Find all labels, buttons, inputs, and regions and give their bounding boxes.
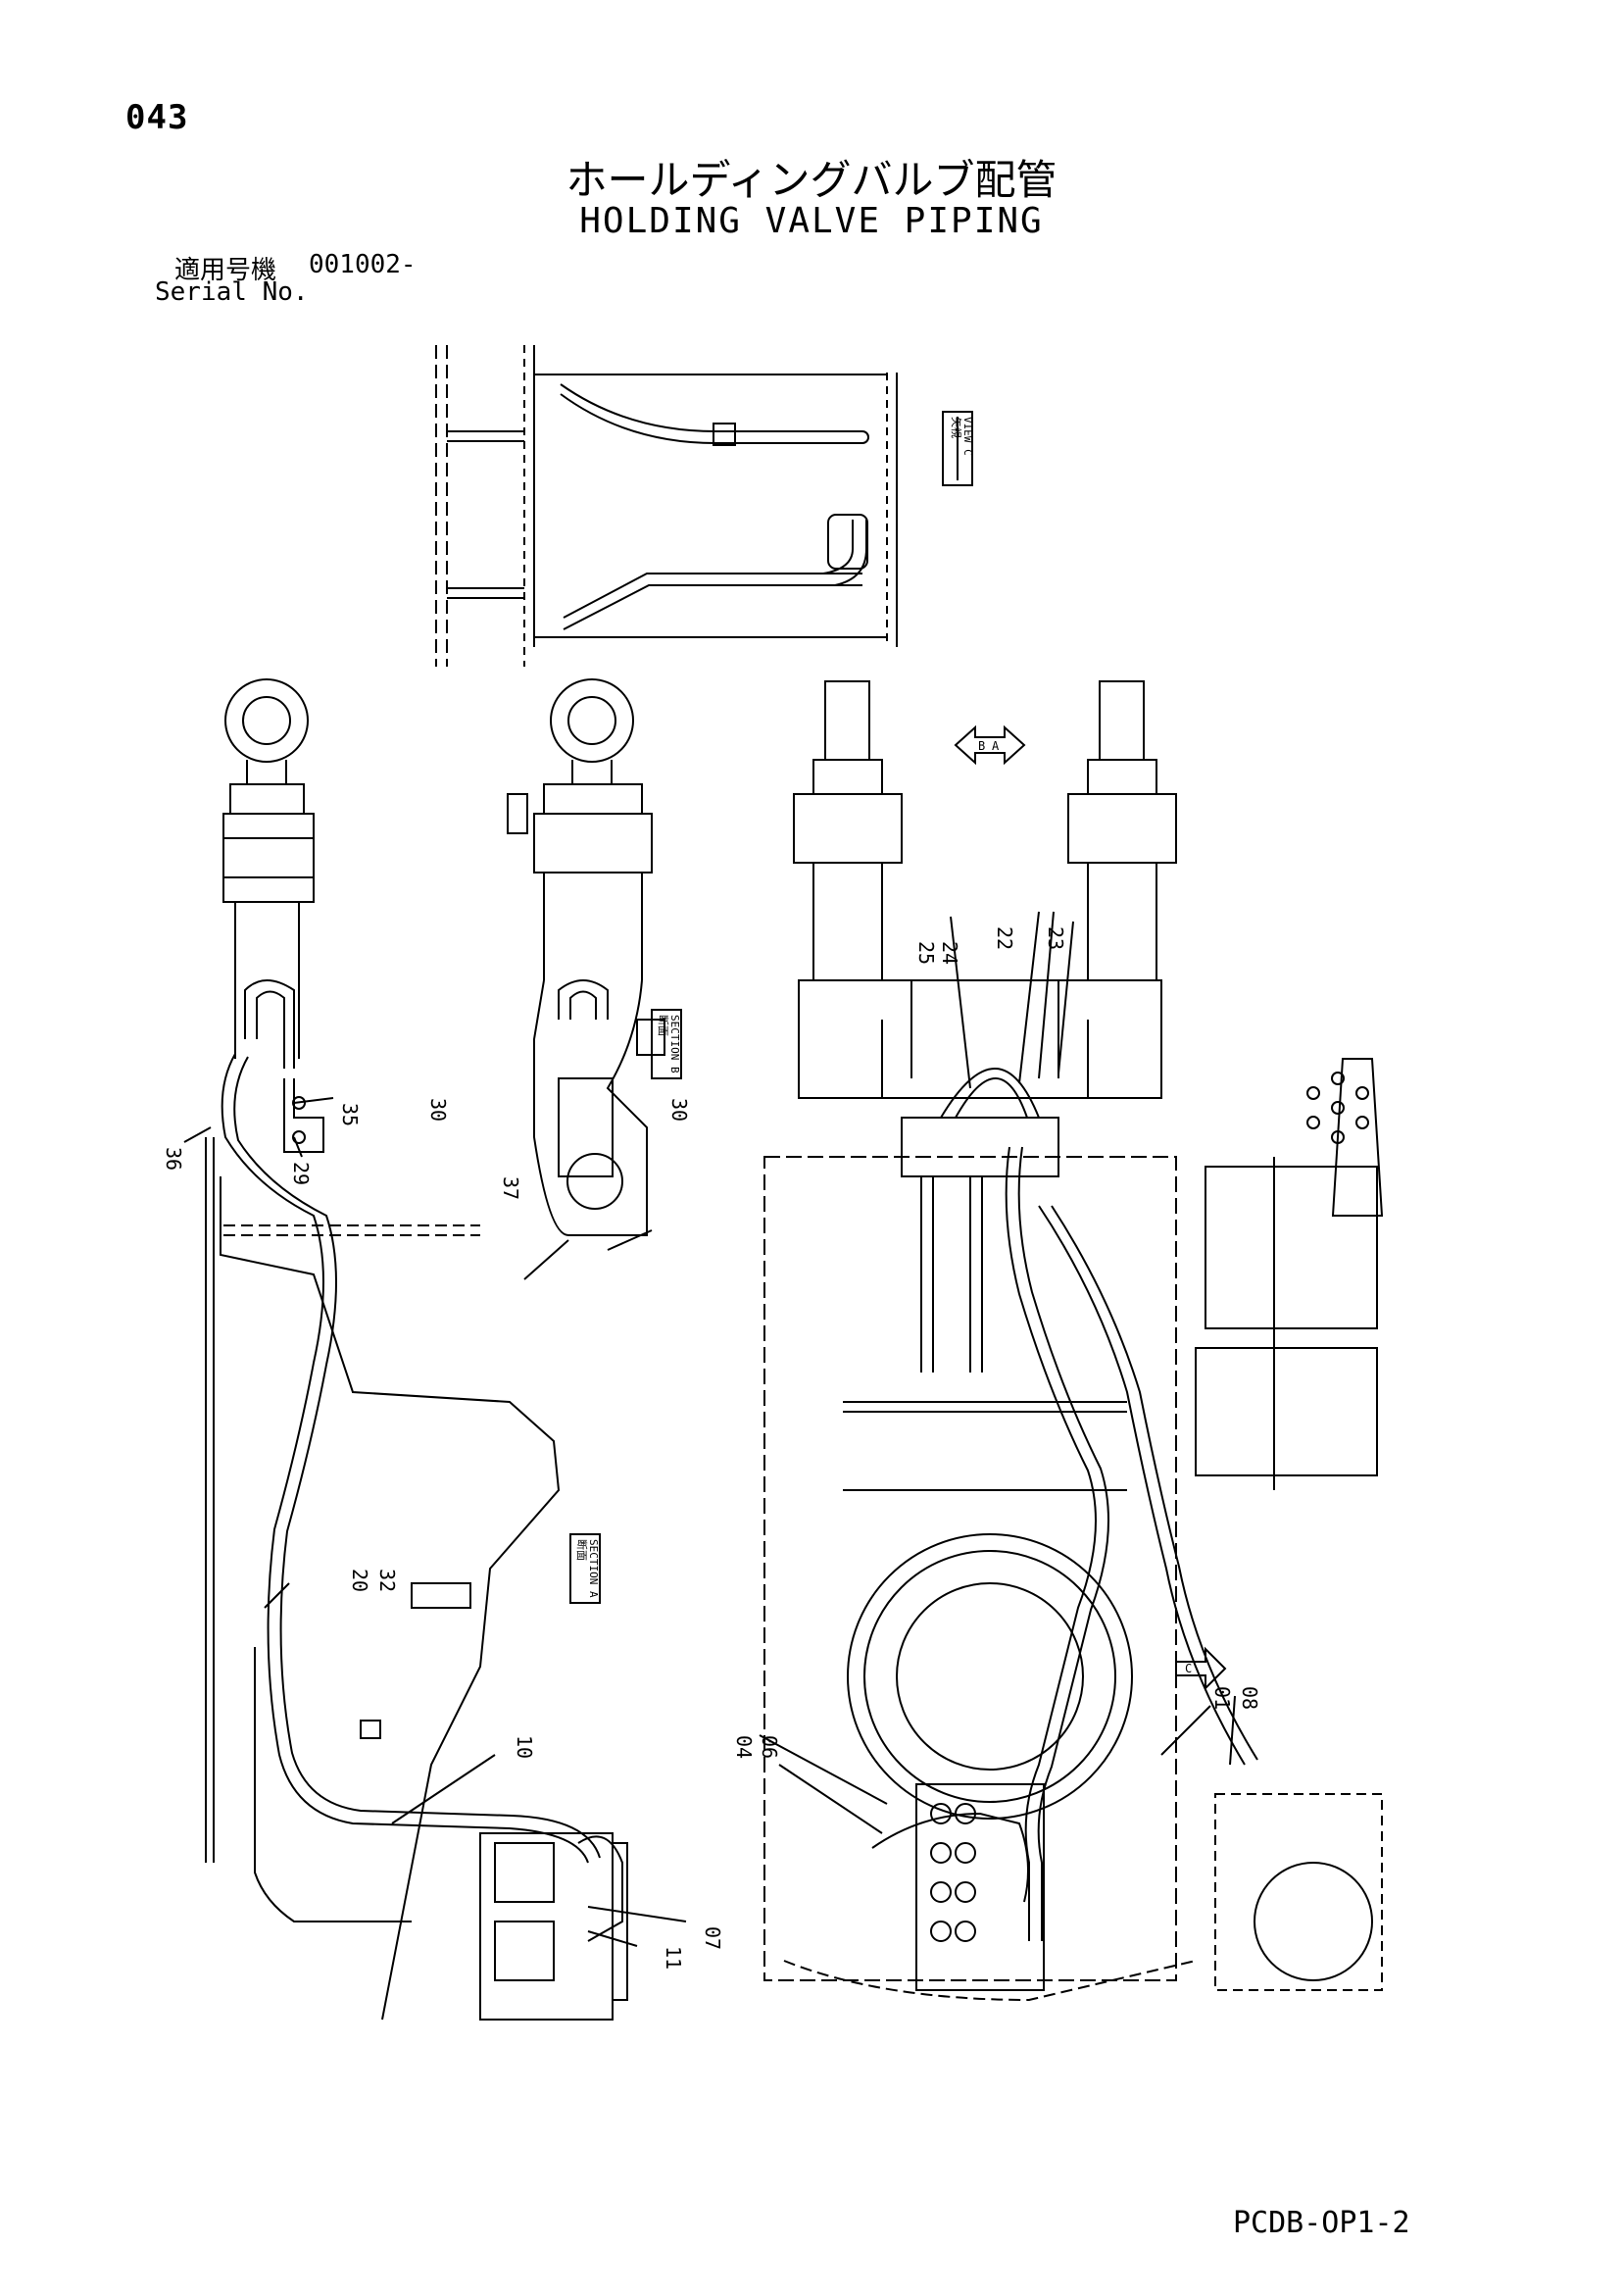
callout-30-right: 30 <box>667 1098 691 1122</box>
callout-22: 22 <box>993 926 1016 950</box>
arrow-b-letter: B <box>978 739 985 753</box>
callout-08: 08 <box>1238 1686 1261 1710</box>
callout-10: 10 <box>513 1735 536 1759</box>
serial-label-english: Serial No. <box>155 277 309 307</box>
section-a-view <box>759 680 1384 2002</box>
callout-23: 23 <box>1044 926 1067 950</box>
section-b-view <box>507 678 665 1280</box>
document-code: PCDB-OP1-2 <box>1233 2206 1410 2240</box>
view-c-label-en: VIEW C <box>961 417 974 456</box>
page-title-japanese: ホールディングバルブ配管 <box>566 156 1057 204</box>
callout-06: 06 <box>758 1735 781 1759</box>
section-a-label-en: SECTION A <box>587 1539 600 1598</box>
callout-35: 35 <box>338 1103 362 1126</box>
callout-24: 24 <box>938 941 961 965</box>
callout-11: 11 <box>662 1946 685 1970</box>
view-c-label-jp: 矢視 <box>950 417 963 438</box>
section-b-label-en: SECTION B <box>668 1015 681 1073</box>
callout-04: 04 <box>732 1735 756 1759</box>
section-b-label-jp: 断面 <box>657 1015 670 1036</box>
serial-label-japanese: 適用号機 <box>174 256 277 285</box>
callout-25: 25 <box>914 941 938 965</box>
page-number: 043 <box>125 98 189 137</box>
callout-07: 07 <box>701 1926 724 1950</box>
callout-01: 01 <box>1210 1686 1234 1710</box>
callout-20: 20 <box>348 1569 371 1592</box>
arrow-a-letter: A <box>992 739 1000 753</box>
callout-37: 37 <box>499 1176 522 1200</box>
callout-29: 29 <box>289 1162 313 1185</box>
boom-side-view <box>183 678 687 2021</box>
callout-32: 32 <box>375 1569 399 1592</box>
view-arrow-markers <box>569 724 1227 1691</box>
serial-number-value: 001002- <box>309 250 417 279</box>
callout-30-left: 30 <box>426 1098 450 1122</box>
section-labels: 矢視 VIEW C 断面 SECTION B 断面 SECTION A C B … <box>575 417 1192 1675</box>
part-callouts: 35 36 29 30 37 30 25 24 22 23 20 32 10 0… <box>162 926 1261 1970</box>
view-c-inset <box>435 345 973 667</box>
callout-36: 36 <box>162 1147 185 1171</box>
page-title-english: HOLDING VALVE PIPING <box>579 201 1044 241</box>
section-a-label-jp: 断面 <box>575 1539 589 1561</box>
arrow-c-letter: C <box>1185 1662 1192 1675</box>
